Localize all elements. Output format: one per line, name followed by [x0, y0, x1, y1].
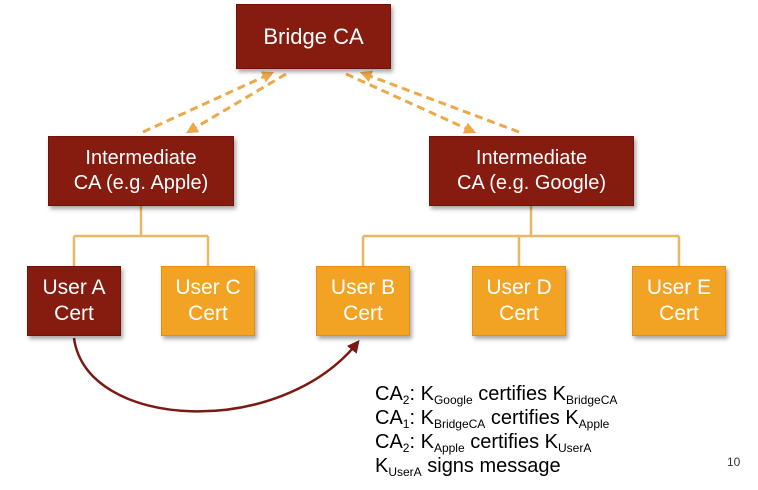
note-text: CA [375, 431, 403, 453]
google-tree-lines [361, 206, 681, 266]
user-c-line2: Cert [188, 302, 228, 325]
note-subscript: UserA [558, 441, 592, 455]
intermediate-ca-google-node: Intermediate CA (e.g. Google) [429, 136, 634, 206]
note-subscript: Google [433, 393, 473, 407]
note-subscript: 2 [402, 393, 410, 407]
arrow-apple-to-bridge [142, 71, 275, 134]
user-a-cert-node: User A Cert [27, 266, 121, 336]
note-text: CA [375, 383, 403, 405]
user-b-line1: User B [330, 275, 396, 299]
note-text: CA [375, 407, 403, 429]
note-subscript: 2 [402, 441, 410, 455]
arrow-google-to-bridge [359, 70, 520, 134]
note-subscript: Apple [578, 417, 610, 431]
user-a-line2: Cert [54, 302, 94, 325]
user-c-line1: User C [175, 275, 241, 299]
note-subscript: BridgeCA [433, 417, 486, 431]
intermediate-apple-line2: CA (e.g. Apple) [73, 172, 209, 194]
user-b-cert-node: User B Cert [316, 266, 410, 336]
intermediate-google-line1: Intermediate [475, 147, 588, 169]
user-c-cert-node: User C Cert [161, 266, 255, 336]
note-text: K [375, 455, 389, 477]
user-a-line1: User A [42, 275, 106, 299]
user-d-line2: Cert [499, 302, 539, 325]
note-subscript: BridgeCA [566, 393, 618, 407]
note-line: CA2: KGoogle certifies KBridgeCA [375, 382, 617, 406]
note-line: KUserA signs message [375, 454, 617, 478]
intermediate-google-line2: CA (e.g. Google) [457, 172, 606, 194]
note-line: CA2: KApple certifies KUserA [375, 430, 617, 454]
note-subscript: UserA [388, 465, 422, 479]
arrow-bridge-to-google [345, 72, 477, 134]
user-e-line2: Cert [659, 302, 699, 325]
note-text: certifies K [485, 407, 579, 429]
intermediate-ca-apple-node: Intermediate CA (e.g. Apple) [48, 136, 234, 206]
user-e-cert-node: User E Cert [632, 266, 726, 336]
arrow-bridge-to-apple [185, 72, 287, 134]
user-d-line1: User D [486, 275, 552, 299]
cross-cert-left [142, 71, 287, 134]
bridge-ca-node: Bridge CA [236, 4, 391, 69]
note-text: : K [409, 431, 434, 453]
note-text: certifies K [472, 383, 566, 405]
note-line: CA1: KBridgeCA certifies KApple [375, 406, 617, 430]
note-text: : K [409, 407, 434, 429]
trust-path-arrow [72, 337, 360, 413]
user-d-cert-node: User D Cert [472, 266, 566, 336]
note-text: certifies K [464, 431, 558, 453]
intermediate-apple-line1: Intermediate [85, 147, 197, 169]
note-text: signs message [421, 455, 561, 477]
certification-chain-notes: CA2: KGoogle certifies KBridgeCA CA1: KB… [375, 382, 617, 478]
user-b-line2: Cert [343, 302, 383, 325]
user-e-line1: User E [646, 275, 712, 299]
note-text: : K [409, 383, 434, 405]
apple-tree-lines [72, 206, 210, 266]
bridge-ca-label: Bridge CA [263, 23, 364, 49]
note-subscript: Apple [433, 441, 465, 455]
cross-cert-right [345, 70, 520, 134]
page-number: 10 [727, 455, 741, 469]
note-subscript: 1 [402, 417, 410, 431]
